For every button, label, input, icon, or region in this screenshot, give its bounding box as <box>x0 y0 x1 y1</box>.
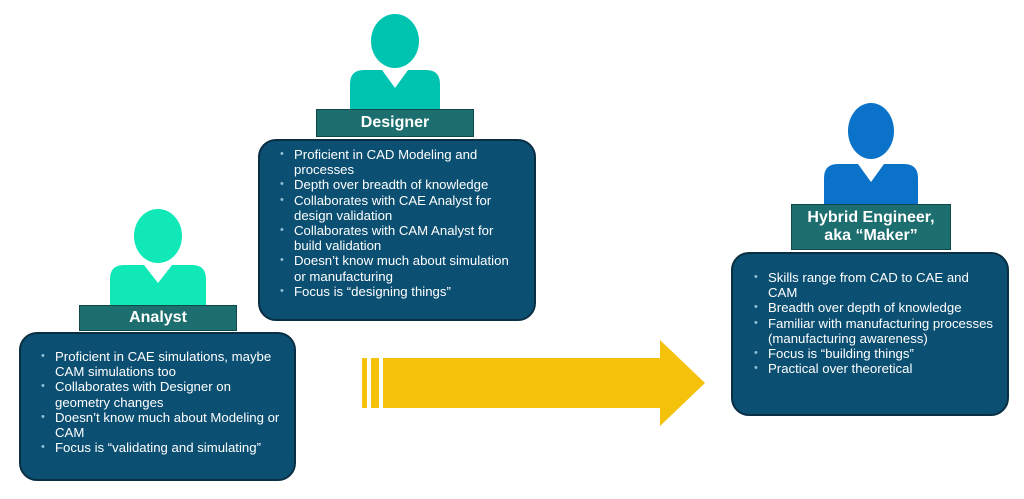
designer-item: •Doesn’t know much about simulation or m… <box>280 253 509 284</box>
hybrid-item: •Focus is “building things” <box>754 346 914 362</box>
analyst-item: •Proficient in CAE simulations, maybe CA… <box>41 349 272 380</box>
designer-item: •Collaborates with CAE Analyst for desig… <box>280 192 492 223</box>
analyst-role-label: Analyst <box>79 305 237 331</box>
designer-item: •Depth over breadth of knowledge <box>280 177 489 193</box>
analyst-card: •Proficient in CAE simulations, maybe CA… <box>19 332 296 481</box>
analyst-skill-list: •Proficient in CAE simulations, maybe CA… <box>41 349 284 456</box>
transition-arrow-icon <box>362 340 705 426</box>
designer-item: •Focus is “designing things” <box>280 283 451 299</box>
designer-skill-list: •Proficient in CAD Modeling and processe… <box>280 147 522 299</box>
hybrid-item: •Breadth over depth of knowledge <box>754 300 962 316</box>
designer-role-label: Designer <box>316 109 474 137</box>
hybrid-item: •Practical over theoretical <box>754 361 913 377</box>
hybrid-item: •Skills range from CAD to CAE and CAM <box>754 270 969 301</box>
designer-item: •Collaborates with CAM Analyst for build… <box>280 223 494 254</box>
hybrid-item: •Familiar with manufacturing processes (… <box>754 315 994 346</box>
analyst-person-icon <box>104 207 214 305</box>
hybrid-engineer-person-icon <box>816 102 926 207</box>
analyst-item: •Doesn’t know much about Modeling or CAM <box>41 409 280 441</box>
analyst-item: •Focus is “validating and simulating” <box>41 440 261 456</box>
hybrid-title-line1: Hybrid Engineer, <box>807 208 935 226</box>
designer-card: •Proficient in CAD Modeling and processe… <box>258 139 536 321</box>
designer-item: •Proficient in CAD Modeling and processe… <box>280 147 478 178</box>
hybrid-engineer-role-label: Hybrid Engineer, aka “Maker” <box>791 204 951 250</box>
hybrid-engineer-card: •Skills range from CAD to CAE and CAM •B… <box>731 252 1009 416</box>
hybrid-title-line2: aka “Maker” <box>824 227 918 244</box>
designer-person-icon <box>340 12 450 112</box>
hybrid-skill-list: •Skills range from CAD to CAE and CAM •B… <box>754 270 997 377</box>
analyst-item: •Collaborates with Designer on geometry … <box>41 379 231 410</box>
